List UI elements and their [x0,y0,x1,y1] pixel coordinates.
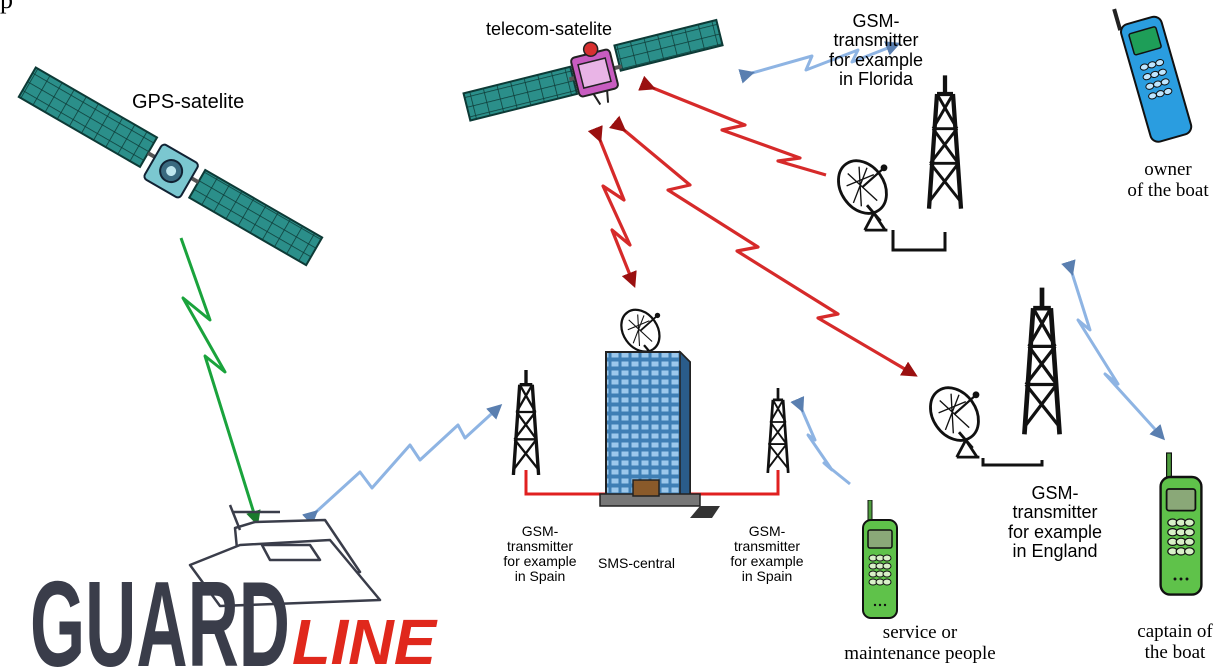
mobile-phone-icon-service [862,500,898,619]
mobile-phone-icon-owner [1112,8,1193,143]
radio-tower-icon-spain-right [766,388,790,473]
gsm-links [302,41,1166,526]
dish-connector-florida [891,230,947,252]
partial-heading: p [0,0,13,14]
telecom-satellite-icon [462,18,724,122]
satellite-dish-icon-england [925,382,990,459]
guardline-logo: GUARD LINE [30,556,438,668]
telecom-satellite-label: telecom-satelite [486,19,613,39]
satellite-links [587,75,918,377]
captain-label: captain of the boat [1137,621,1213,663]
radio-tower-icon-england [1024,288,1059,435]
mobile-phone-icon-captain [1159,452,1203,596]
dish-connector-england [981,458,1044,467]
gsm-spain-right-label: GSM- transmitter for example in Spain [730,523,804,585]
service-people-label: service or maintenance people [844,622,996,664]
gsm-england-label: GSM- transmitter for example in England [1007,483,1103,562]
office-building-icon [599,350,720,518]
owner-label: owner of the boat [1127,159,1209,201]
gps-satellite-label: GPS-satelite [132,91,245,113]
logo-line: LINE [292,606,438,668]
radio-tower-icon-spain-left [511,370,541,475]
gps-link [179,237,261,526]
boat-icon [188,504,382,608]
gsm-florida-label: GSM- transmitter for example in Florida [828,11,924,90]
gps-satellite-icon [17,66,324,267]
sms-central-label: SMS-central [598,555,676,571]
logo-guard: GUARD [30,556,290,668]
radio-tower-icon-florida [929,75,961,208]
satellite-dish-icon-florida [833,155,898,232]
gsm-spain-left-label: GSM- transmitter for example in Spain [503,523,577,585]
